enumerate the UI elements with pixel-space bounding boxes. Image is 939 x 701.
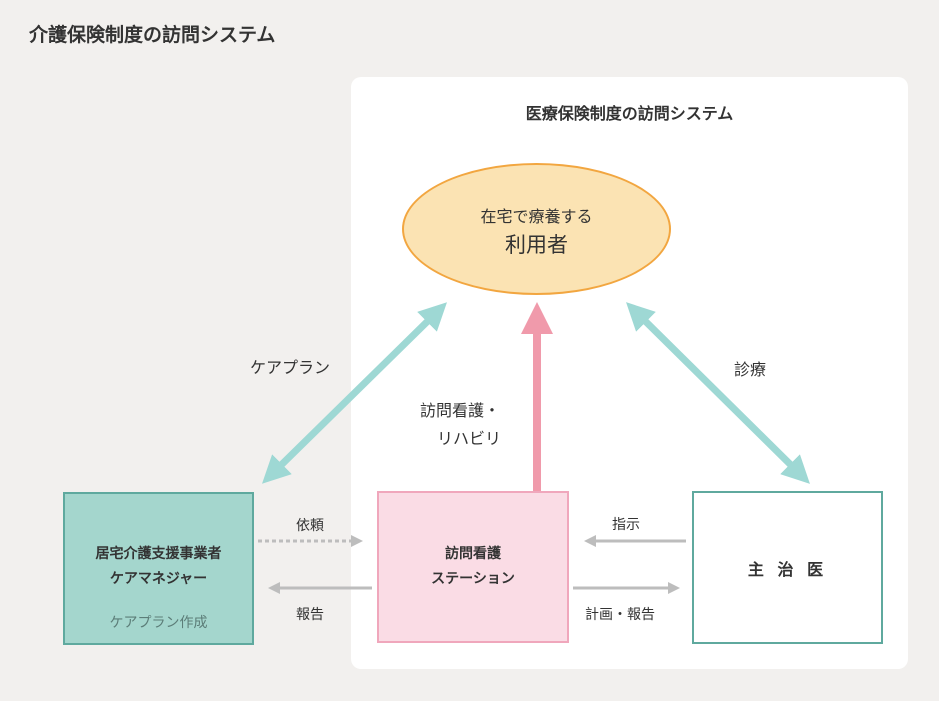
doctor-label: 主 治 医 xyxy=(747,560,828,579)
station-line1: 訪問看護 xyxy=(445,546,501,562)
medical-care-label: 診療 xyxy=(734,360,767,379)
outer-title: 介護保険制度の訪問システム xyxy=(29,24,276,46)
user-ellipse xyxy=(402,163,671,295)
user-label-line2: 利用者 xyxy=(505,233,568,257)
care-plan-creation: ケアプラン作成 xyxy=(109,615,208,631)
user-label-line1: 在宅で療養する xyxy=(480,207,593,226)
medical-care-arrow xyxy=(626,302,810,484)
home-visit-label-line2: リハビリ xyxy=(437,429,502,448)
care-manager-box xyxy=(63,492,254,645)
nursing-station-box xyxy=(377,491,569,643)
inner-title: 医療保険制度の訪問システム xyxy=(525,104,734,123)
care-plan-label: ケアプラン xyxy=(250,358,331,377)
care-manager-line1: 居宅介護支援事業者 xyxy=(95,546,222,562)
instruction-label: 指示 xyxy=(612,517,640,533)
station-line2: ステーション xyxy=(431,571,515,587)
care-manager-line2: ケアマネジャー xyxy=(109,571,208,587)
request-label: 依頼 xyxy=(296,518,324,534)
plan-report-label: 計画・報告 xyxy=(585,607,655,623)
care-plan-arrow xyxy=(262,302,447,484)
home-visit-label-line1: 訪問看護・ xyxy=(420,401,501,420)
report-label: 報告 xyxy=(296,607,324,623)
doctor-box xyxy=(692,491,883,644)
